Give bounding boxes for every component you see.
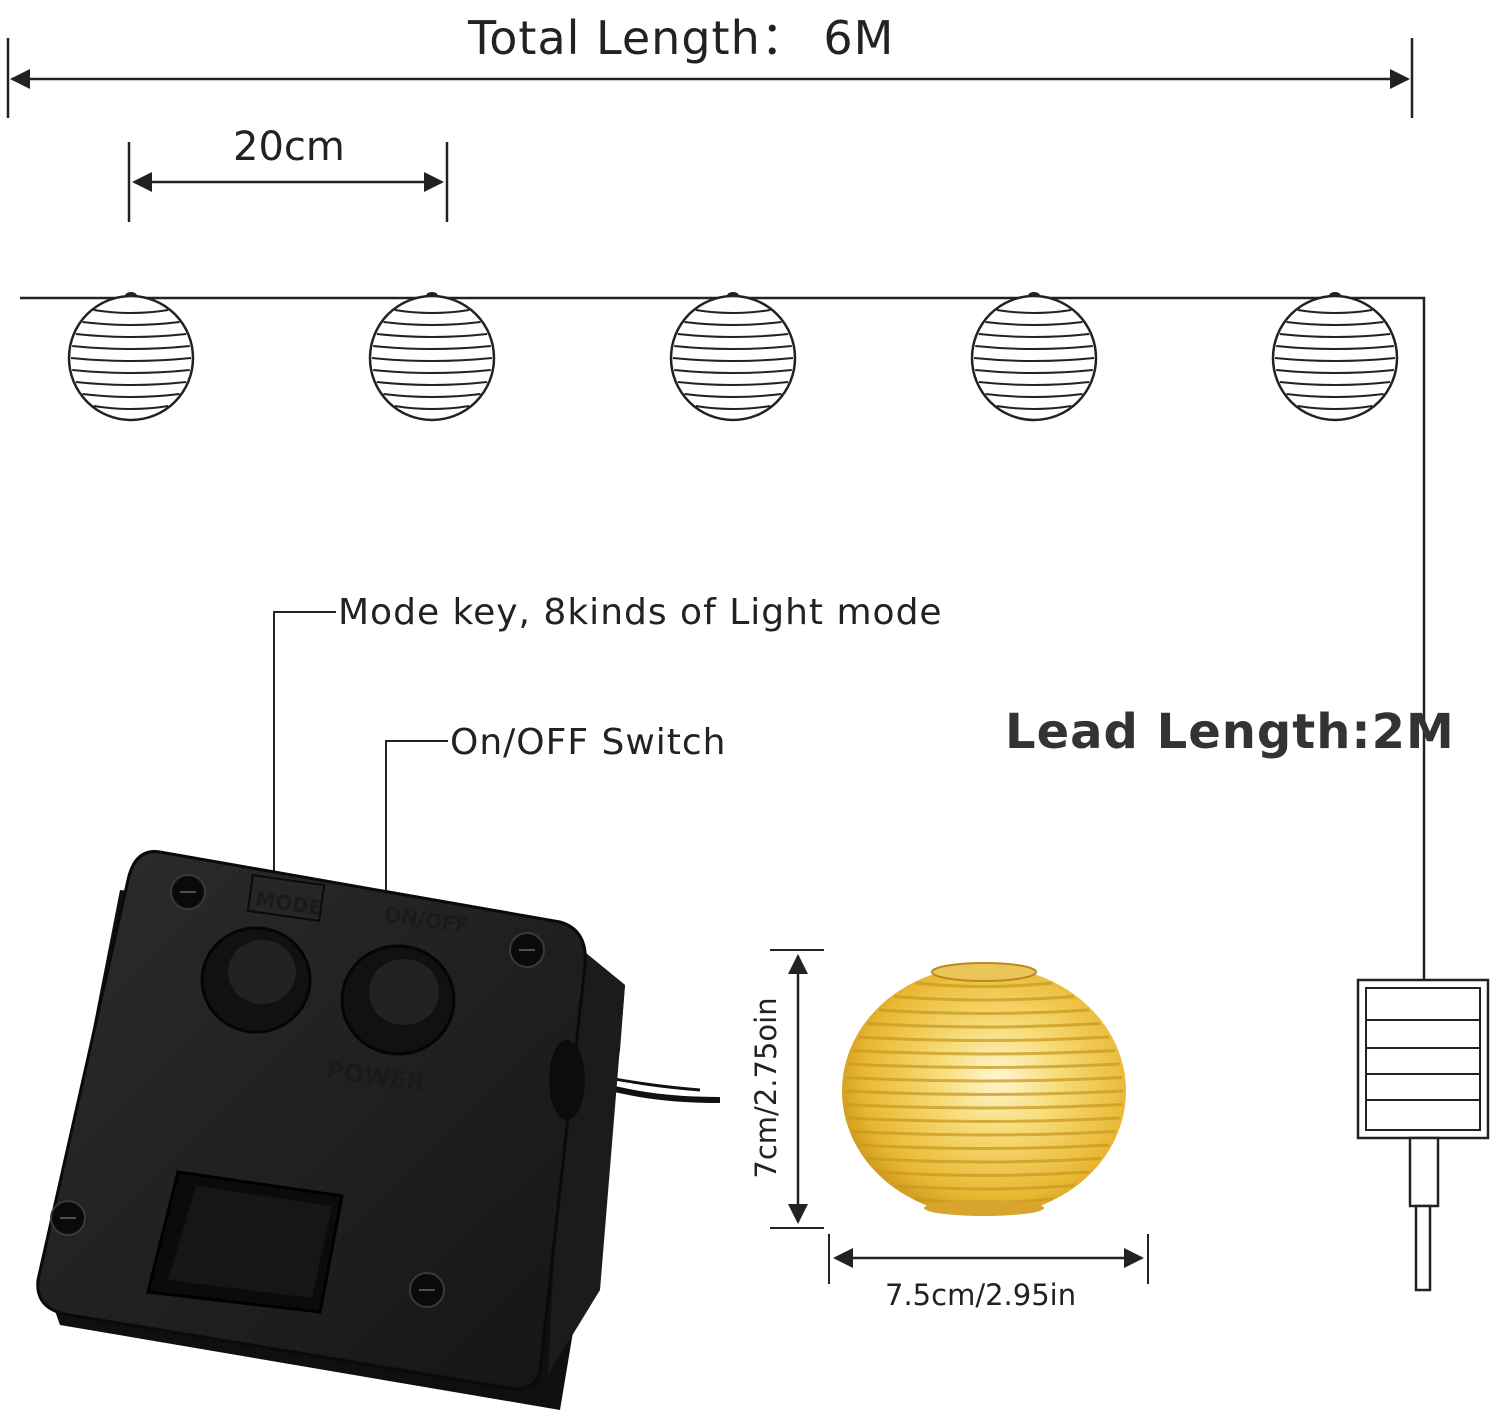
- on-off-switch-label: On/OFF Switch: [450, 722, 727, 763]
- lantern-height-dimension: [770, 949, 824, 1229]
- mode-key-label: Mode key, 8kinds of Light mode: [338, 592, 943, 633]
- lantern-height-label: 7cm/2.75oin: [749, 997, 783, 1179]
- mode-button: [200, 926, 312, 1034]
- lantern-width-dimension: [828, 1234, 1149, 1284]
- power-button: [340, 944, 456, 1056]
- lantern-width-label: 7.5cm/2.95in: [885, 1278, 1077, 1312]
- outline-lantern: [67, 292, 195, 422]
- lead-length-label: Lead Length:2M: [1005, 704, 1455, 760]
- callout-leaders: [273, 611, 448, 948]
- lantern-row: [67, 292, 1399, 422]
- total-length-label: Total Length： 6M: [468, 11, 895, 65]
- outline-lantern: [1271, 292, 1399, 422]
- outline-lantern: [970, 292, 1098, 422]
- string-wire: [20, 296, 1426, 980]
- outline-lantern: [669, 292, 797, 422]
- yellow-lantern: [842, 962, 1126, 1216]
- outline-lantern: [368, 292, 496, 422]
- lantern-spacing-dimension: [127, 142, 449, 222]
- solar-stake-icon: [1356, 978, 1490, 1292]
- lantern-spacing-label: 20cm: [233, 124, 345, 170]
- solar-control-box: MODE ON/OFF POWER: [36, 850, 721, 1410]
- total-length-dimension: [6, 38, 1414, 118]
